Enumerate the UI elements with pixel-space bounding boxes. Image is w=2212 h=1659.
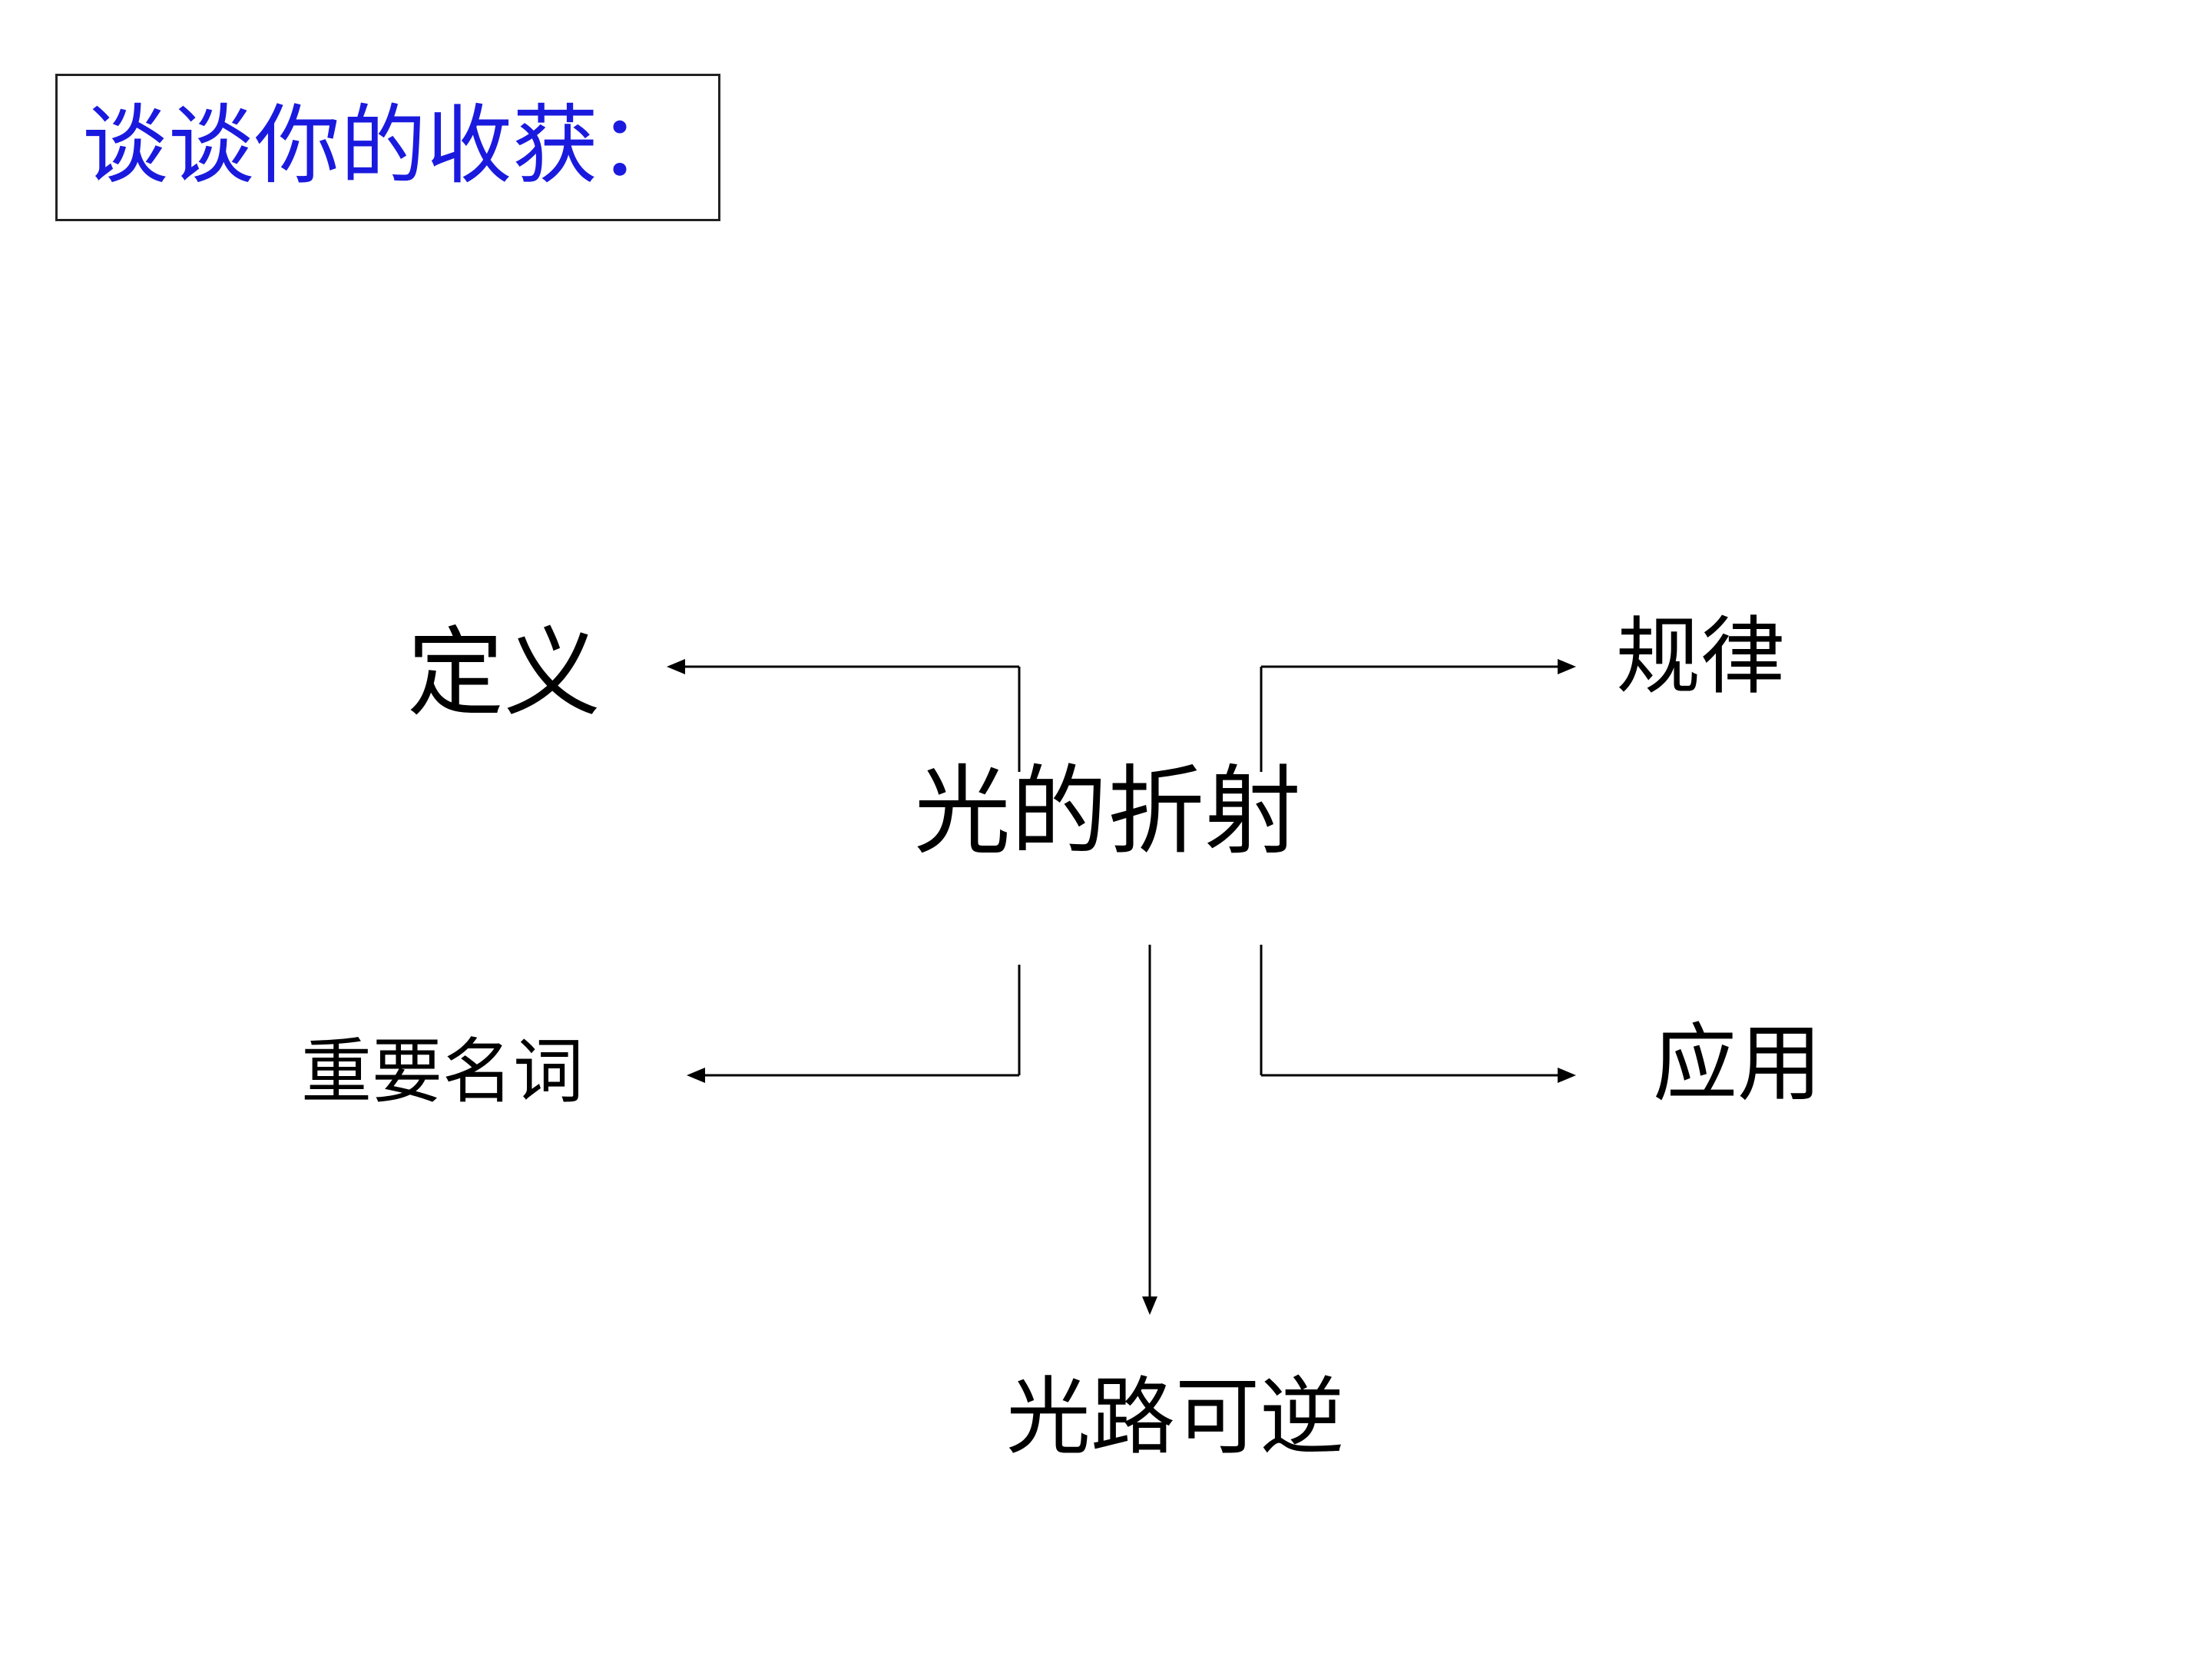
branch-law: 规律 [1616,608,1785,706]
branch-key-terms: 重要名词 [301,1031,584,1113]
arrow-to-reversibility [1142,945,1157,1315]
slide-title: 谈谈你的收获： [82,96,684,196]
arrow-to-law [1260,659,1576,772]
arrow-to-definition [667,659,1021,772]
arrow-to-key-terms [687,965,1021,1083]
branch-reversibility: 光路可逆 [1006,1368,1344,1466]
title-box: 谈谈你的收获： [55,74,720,221]
arrow-to-application [1260,945,1576,1083]
branch-application: 应用 [1653,1015,1822,1113]
center-node: 光的折射 [914,755,1301,868]
branch-definition: 定义 [407,617,601,730]
